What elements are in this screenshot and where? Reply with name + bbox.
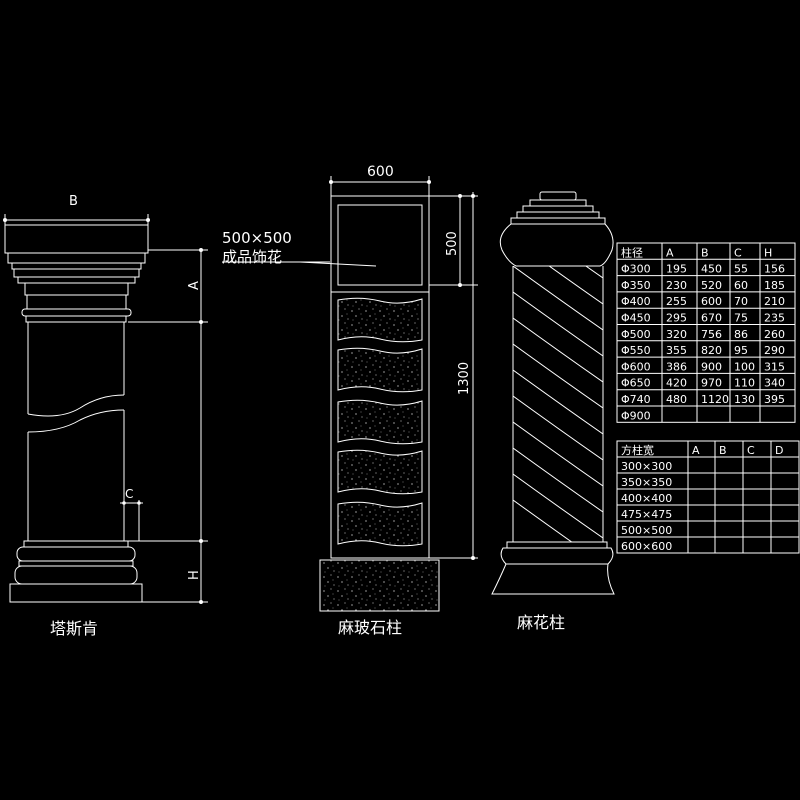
table-cell: 400×400 bbox=[621, 492, 672, 505]
dim-h-label: H bbox=[187, 570, 202, 580]
table-cell: 60 bbox=[734, 279, 748, 292]
table-cell: 260 bbox=[764, 328, 785, 341]
table-header-cell: 方柱宽 bbox=[621, 443, 654, 457]
granite-caption: 麻玻石柱 bbox=[338, 618, 402, 637]
table-header-cell: D bbox=[775, 444, 783, 457]
ornament-name-label: 成品饰花 bbox=[222, 248, 282, 266]
dim-a-label: A bbox=[187, 281, 202, 290]
table-cell: Φ740 bbox=[621, 393, 651, 406]
table-cell: Φ300 bbox=[621, 263, 651, 276]
table-cell: 480 bbox=[666, 393, 687, 406]
table-header-cell: A bbox=[666, 246, 674, 259]
table-cell: 475×475 bbox=[621, 508, 672, 521]
table-cell: Φ450 bbox=[621, 312, 651, 325]
tuscan-column: B A H C bbox=[3, 194, 208, 604]
table-cell: 55 bbox=[734, 263, 748, 276]
table-cell: 75 bbox=[734, 312, 748, 325]
table-cell: 295 bbox=[666, 312, 687, 325]
table-cell: Φ650 bbox=[621, 377, 651, 390]
table-cell: 386 bbox=[666, 360, 687, 373]
table-cell: 420 bbox=[666, 377, 687, 390]
dim-1300-label: 1300 bbox=[457, 362, 472, 395]
table-cell: Φ900 bbox=[621, 409, 651, 422]
table-cell: 156 bbox=[764, 263, 785, 276]
table-cell: 900 bbox=[701, 360, 722, 373]
table-cell: 230 bbox=[666, 279, 687, 292]
ornament-size-label: 500×500 bbox=[222, 229, 292, 247]
table-cell: Φ500 bbox=[621, 328, 651, 341]
table-header-cell: C bbox=[734, 246, 742, 259]
table-cell: 210 bbox=[764, 295, 785, 308]
table-header-cell: B bbox=[719, 444, 727, 457]
twisted-caption: 麻花柱 bbox=[517, 613, 565, 632]
table-cell: 340 bbox=[764, 377, 785, 390]
table-cell: 185 bbox=[764, 279, 785, 292]
table-cell: 95 bbox=[734, 344, 748, 357]
table-cell: 600 bbox=[701, 295, 722, 308]
dim-500-label: 500 bbox=[445, 231, 460, 256]
table-header-cell: C bbox=[747, 444, 755, 457]
table-cell: 110 bbox=[734, 377, 755, 390]
tuscan-caption: 塔斯肯 bbox=[50, 619, 98, 638]
granite-column: 600 500 1300 500×500 成品饰花 bbox=[222, 164, 478, 612]
table-cell: 235 bbox=[764, 312, 785, 325]
table-cell: Φ600 bbox=[621, 360, 651, 373]
table-cell: 395 bbox=[764, 393, 785, 406]
table-cell: Φ400 bbox=[621, 295, 651, 308]
table-cell: 450 bbox=[701, 263, 722, 276]
table-header-cell: B bbox=[701, 246, 709, 259]
table-cell: Φ350 bbox=[621, 279, 651, 292]
table-header-cell: A bbox=[692, 444, 700, 457]
table-cell: 820 bbox=[701, 344, 722, 357]
table-cell: 100 bbox=[734, 360, 755, 373]
table-cell: 670 bbox=[701, 312, 722, 325]
table-cell: Φ550 bbox=[621, 344, 651, 357]
dim-600-label: 600 bbox=[367, 164, 394, 180]
table-cell: 86 bbox=[734, 328, 748, 341]
table-cell: 350×350 bbox=[621, 476, 672, 489]
table-header-cell: 柱径 bbox=[621, 245, 643, 259]
table-cell: 255 bbox=[666, 295, 687, 308]
dim-b-label: B bbox=[69, 194, 78, 209]
table-cell: 300×300 bbox=[621, 460, 672, 473]
granite-plinth bbox=[319, 559, 440, 612]
table-cell: 70 bbox=[734, 295, 748, 308]
table-cell: 130 bbox=[734, 393, 755, 406]
table-cell: 500×500 bbox=[621, 524, 672, 537]
table-cell: 970 bbox=[701, 377, 722, 390]
table-cell: 320 bbox=[666, 328, 687, 341]
table-cell: 315 bbox=[764, 360, 785, 373]
table-cell: 600×600 bbox=[621, 540, 672, 553]
table-cell: 290 bbox=[764, 344, 785, 357]
table-cell: 195 bbox=[666, 263, 687, 276]
table-cell: 1120 bbox=[701, 393, 729, 406]
table-header-cell: H bbox=[764, 246, 772, 259]
square-column-table: 方柱宽 A B C D 300×300 350×350 400×400 475×475 500×5… bbox=[616, 440, 800, 554]
tuscan-abacus bbox=[4, 224, 149, 254]
table-cell: 355 bbox=[666, 344, 687, 357]
table-cell: 520 bbox=[701, 279, 722, 292]
dim-c-label: C bbox=[125, 487, 133, 501]
table-cell: 756 bbox=[701, 328, 722, 341]
twisted-column bbox=[491, 191, 615, 595]
ornament-panel bbox=[337, 204, 423, 286]
